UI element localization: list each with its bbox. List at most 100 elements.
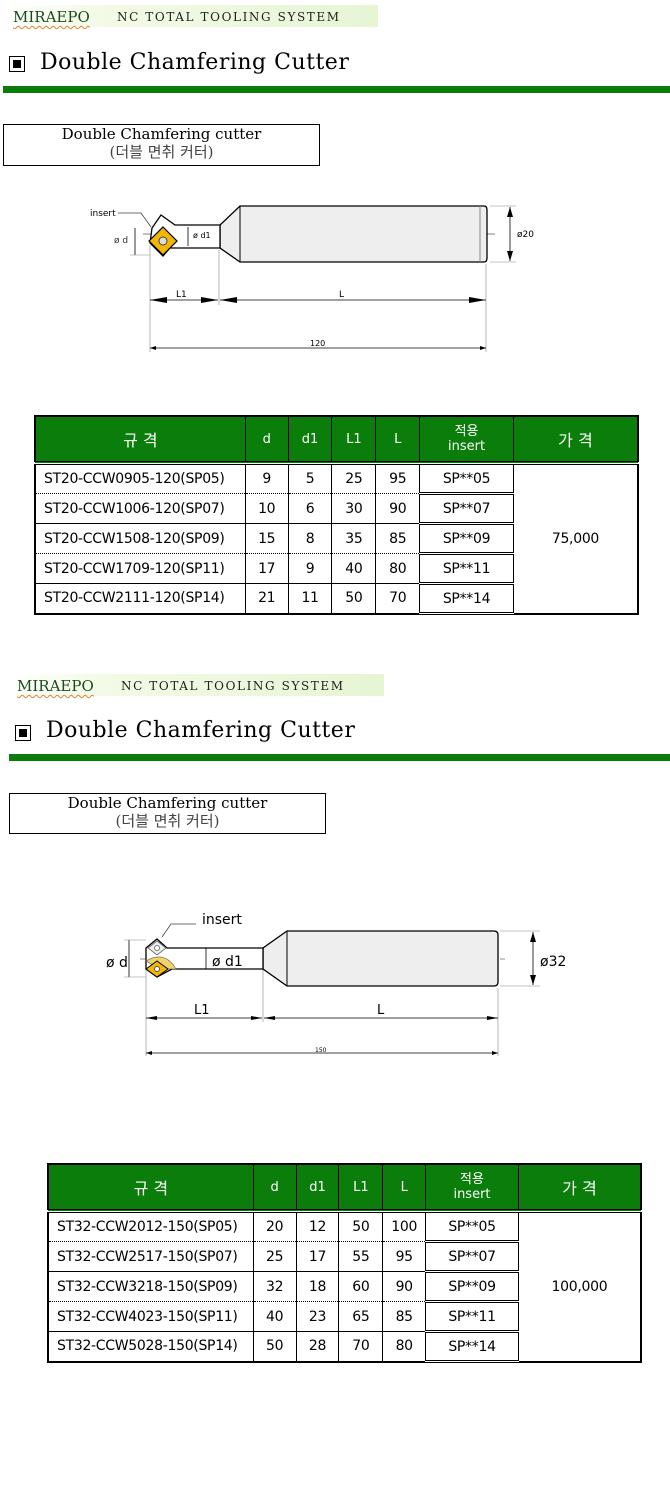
- cell-insert: SP**09: [419, 523, 514, 555]
- header-d: d: [244, 415, 289, 465]
- cell-spec: ST32-CCW2517-150(SP07): [47, 1241, 254, 1272]
- cell-d1: 6: [287, 493, 333, 524]
- cell-d: 32: [252, 1271, 297, 1302]
- header-insert-en: insert: [453, 1187, 491, 1202]
- dia-label: ø20: [517, 230, 534, 240]
- cell-l: 95: [375, 463, 421, 494]
- arrow-icon: [264, 1016, 275, 1020]
- cell-spec: ST20-CCW1709-120(SP11): [34, 553, 246, 584]
- cell-l: 80: [382, 1331, 427, 1362]
- cell-d: 9: [244, 463, 289, 494]
- insert-hole: [154, 966, 160, 972]
- insert-hole: [158, 236, 168, 246]
- cell-l1: 50: [331, 583, 377, 614]
- cell-l: 100: [382, 1211, 427, 1242]
- product-name-en: Double Chamfering cutter: [61, 125, 262, 143]
- cell-spec: ST32-CCW5028-150(SP14): [47, 1331, 254, 1362]
- cell-d: 10: [244, 493, 289, 524]
- cell-insert: SP**14: [419, 583, 514, 615]
- cell-d1: 18: [295, 1271, 340, 1302]
- arrow-icon: [201, 297, 218, 303]
- cell-l: 90: [375, 493, 421, 524]
- header-strip: MIRAEPO NC TOTAL TOOLING SYSTEM: [5, 5, 378, 27]
- title-divider: [9, 754, 670, 761]
- total-label: 120: [310, 339, 325, 348]
- insert-label: insert: [202, 912, 242, 928]
- shank: [219, 205, 488, 263]
- cell-d: 50: [252, 1331, 297, 1362]
- cell-d: 25: [252, 1241, 297, 1272]
- cell-d: 17: [244, 553, 289, 584]
- arrow-icon: [530, 975, 536, 985]
- product-name-ko: (더블 면취 커터): [109, 143, 214, 161]
- cell-price: 100,000: [517, 1211, 642, 1362]
- brand-name: MIRAEPO: [17, 677, 94, 695]
- header-insert-ko: 적용: [454, 424, 479, 439]
- cell-d1: 9: [287, 553, 333, 584]
- cell-spec: ST20-CCW2111-120(SP14): [34, 583, 246, 614]
- d1-label: ø d1: [193, 231, 211, 240]
- cell-insert: SP**07: [425, 1241, 519, 1273]
- cell-d: 20: [252, 1211, 297, 1242]
- cell-spec: ST20-CCW0905-120(SP05): [34, 463, 246, 494]
- cell-l1: 60: [338, 1271, 384, 1302]
- system-name: NC TOTAL TOOLING SYSTEM: [117, 10, 341, 24]
- header-insert-en: insert: [447, 439, 486, 454]
- cell-insert: SP**07: [419, 493, 514, 525]
- cell-l1: 65: [338, 1301, 384, 1332]
- total-label: 150: [315, 1047, 327, 1054]
- dia-label: ø32: [540, 954, 566, 970]
- tool-drawing: insert ø d ø d1 ø32 L1 L: [106, 912, 566, 1056]
- header-strip: MIRAEPO NC TOTAL TOOLING SYSTEM: [9, 674, 384, 696]
- header-insert-ko: 적용: [460, 1172, 484, 1187]
- cell-d: 40: [252, 1301, 297, 1332]
- L1-label: L1: [176, 290, 187, 300]
- cell-l1: 55: [338, 1241, 384, 1272]
- cell-d1: 11: [287, 583, 333, 614]
- square-bullet-icon: [9, 56, 25, 72]
- cell-l: 85: [382, 1301, 427, 1332]
- d1-label: ø d1: [212, 954, 243, 970]
- arrow-icon: [146, 1051, 152, 1055]
- cell-l1: 40: [331, 553, 377, 584]
- cell-l1: 70: [338, 1331, 384, 1362]
- arrow-icon: [220, 297, 237, 303]
- header-price: 가 격: [512, 415, 639, 465]
- arrow-icon: [487, 1016, 498, 1020]
- brand-name: MIRAEPO: [13, 8, 90, 26]
- header-d: d: [252, 1163, 297, 1213]
- shank: [262, 930, 499, 987]
- cell-spec: ST20-CCW1508-120(SP09): [34, 523, 246, 554]
- cell-insert: SP**11: [419, 553, 514, 585]
- page-title: Double Chamfering Cutter: [46, 718, 356, 743]
- insert-leader: [161, 923, 196, 938]
- product-name-box: Double Chamfering cutter (더블 면취 커터): [3, 124, 320, 166]
- cell-l: 95: [382, 1241, 427, 1272]
- header-l: L: [375, 415, 421, 465]
- insert-leader: [118, 212, 152, 228]
- cell-l: 80: [375, 553, 421, 584]
- cell-insert: SP**11: [425, 1301, 519, 1333]
- header-l1: L1: [331, 415, 377, 465]
- L-label: L: [339, 290, 344, 300]
- arrow-icon: [251, 1016, 262, 1020]
- cell-spec: ST32-CCW4023-150(SP11): [47, 1301, 254, 1332]
- arrow-icon: [146, 1016, 157, 1020]
- header-l: L: [382, 1163, 427, 1213]
- L-label: L: [377, 1003, 385, 1018]
- title-divider: [3, 86, 670, 93]
- cell-l: 70: [375, 583, 421, 614]
